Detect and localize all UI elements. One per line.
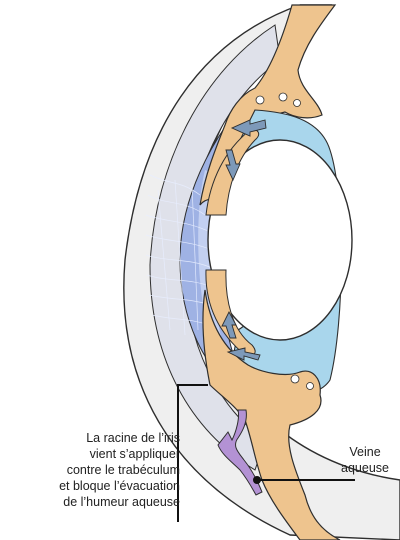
iris-root-annotation: La racine de l’iris vient s’appliquer co… xyxy=(18,430,180,510)
vein-callout-dot xyxy=(253,476,261,484)
aqueous-vein-annotation: Veine aqueuse xyxy=(330,444,400,476)
